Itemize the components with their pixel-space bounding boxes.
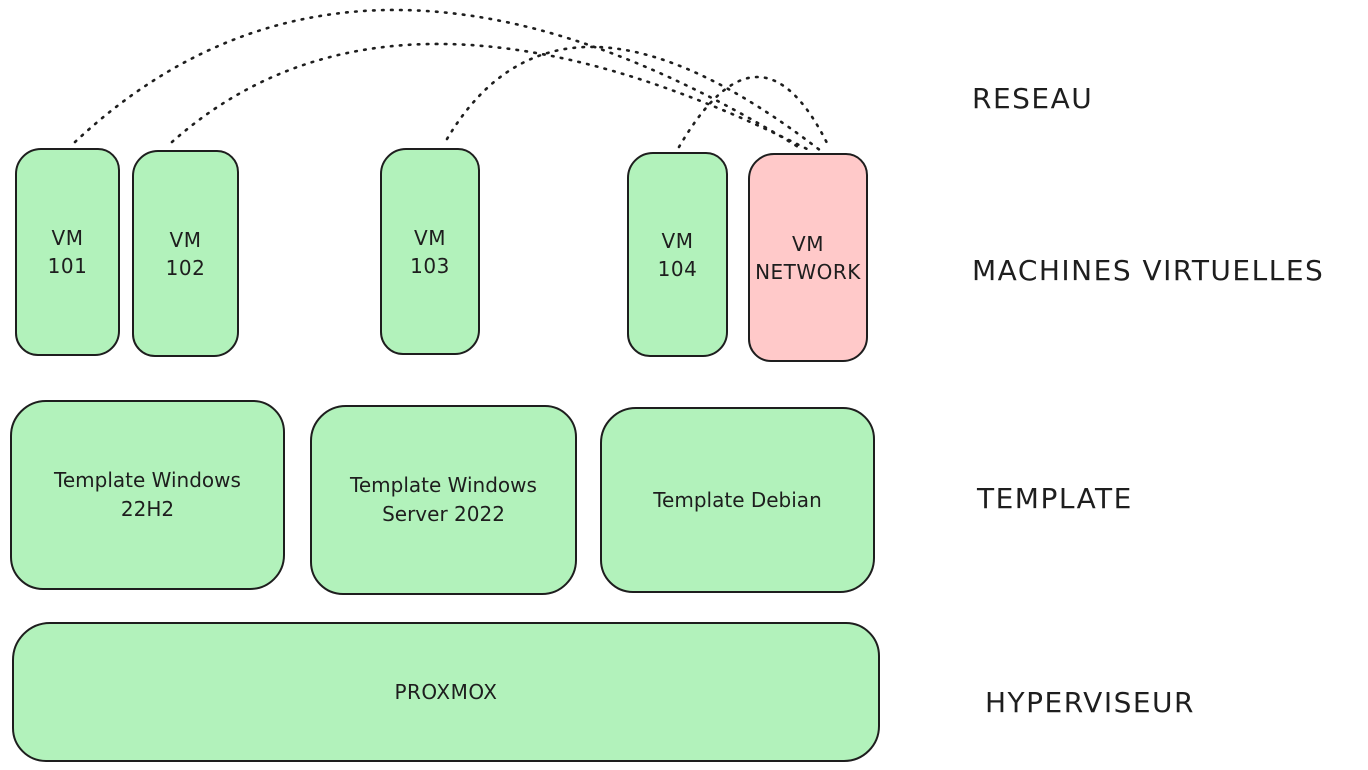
vm-104-node: VM 104	[627, 152, 728, 357]
vm-104-label-line1: VM	[661, 228, 694, 253]
template-windows-22h2-node: Template Windows 22H2	[10, 400, 285, 590]
layer-label-reseau: RESEAU	[972, 82, 1094, 115]
vm-network-label-line2: NETWORK	[755, 259, 861, 284]
template-windows-22h2-label: Template Windows 22H2	[54, 468, 241, 521]
template-windows-server-2022-label: Template Windows Server 2022	[350, 473, 537, 526]
vm-103-label-line1: VM	[414, 225, 446, 250]
connection-vm102-to-vmnetwork	[170, 42, 815, 154]
connection-vm101-to-vmnetwork	[73, 8, 805, 152]
template-windows-server-2022-node: Template Windows Server 2022	[310, 405, 577, 595]
template-debian-label: Template Debian	[653, 487, 822, 512]
vm-104-label-line2: 104	[657, 256, 698, 281]
vm-network-label-line1: VM	[792, 231, 824, 256]
vm-102-node: VM 102	[132, 150, 239, 357]
layer-label-machines-virtuelles: MACHINES VIRTUELLES	[972, 254, 1325, 287]
vm-103-label-line2: 103	[410, 253, 450, 278]
vm-101-label-line2: 101	[47, 254, 88, 278]
vm-102-label-line1: VM	[169, 227, 202, 252]
proxmox-node: PROXMOX	[12, 622, 880, 762]
vm-network-node: VM NETWORK	[748, 153, 868, 362]
layer-label-hyperviseur: HYPERVISEUR	[985, 686, 1195, 719]
layer-label-template: TEMPLATE	[977, 482, 1133, 515]
connection-vm104-to-vmnetwork	[677, 75, 830, 149]
vm-102-label-line2: 102	[165, 255, 206, 280]
vm-101-label-line1: VM	[51, 226, 84, 250]
proxmox-label: PROXMOX	[394, 680, 498, 704]
vm-103-node: VM 103	[380, 148, 480, 355]
template-debian-node: Template Debian	[600, 407, 875, 593]
vm-101-node: VM 101	[15, 148, 120, 356]
connection-vm103-to-vmnetwork	[445, 45, 823, 153]
